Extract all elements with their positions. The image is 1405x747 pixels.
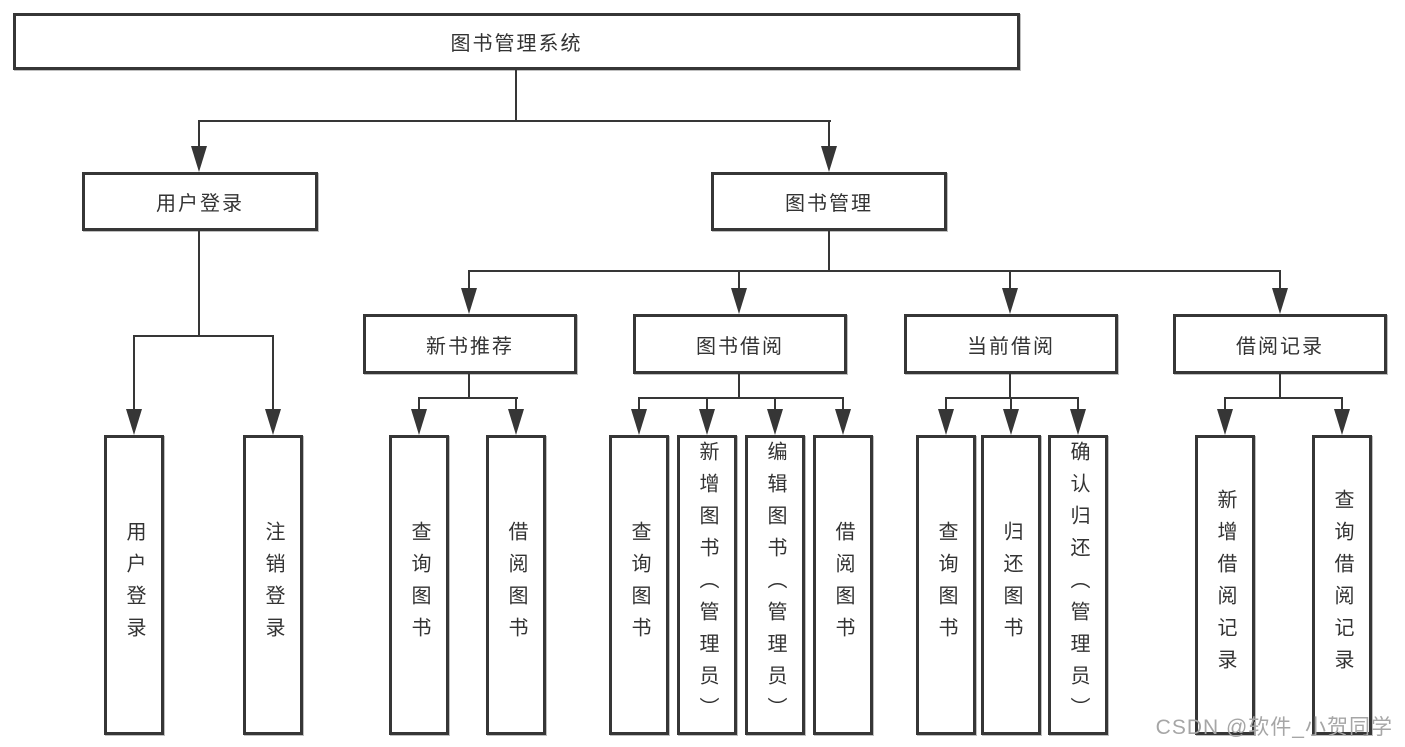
leaf-borrow-books-label: 借阅图书 [832, 521, 854, 649]
arrow-down-icon [938, 409, 954, 435]
node-new-book-recommend-label: 新书推荐 [426, 335, 514, 358]
leaf-confirm-return-admin-label: 确认归还（管理员） [1067, 441, 1089, 729]
node-user-login-label: 用户登录 [156, 193, 244, 215]
leaf-borrow-books: 借阅图书 [813, 435, 873, 735]
leaf-add-book-admin: 新增图书（管理员） [677, 435, 737, 735]
node-library-system-label: 图书管理系统 [450, 33, 583, 55]
connector-stem-leaf [638, 397, 640, 411]
connector-stub [1279, 374, 1281, 399]
node-current-borrow: 当前借阅 [904, 314, 1118, 374]
arrow-down-icon [1070, 409, 1086, 435]
connector-stem-leaf [1077, 397, 1079, 411]
leaf-query-books-borrow: 查询图书 [609, 435, 669, 735]
leaf-logout-label: 注销登录 [262, 521, 284, 649]
connector-stem-level3 [1279, 270, 1281, 290]
leaf-query-books-current-label: 查询图书 [935, 521, 957, 649]
leaf-return-book: 归还图书 [981, 435, 1041, 735]
connector-rail-borrow [638, 397, 844, 399]
arrow-down-icon [126, 409, 142, 435]
node-borrow-records-label: 借阅记录 [1236, 335, 1324, 358]
connector-stem-level3 [738, 270, 740, 290]
leaf-edit-book-admin-label: 编辑图书（管理员） [764, 441, 786, 729]
leaf-add-borrow-record: 新增借阅记录 [1195, 435, 1255, 735]
connector-stem-leaf [945, 397, 947, 411]
arrow-down-icon [1217, 409, 1233, 435]
node-new-book-recommend: 新书推荐 [363, 314, 577, 374]
connector-stem-user-login [198, 120, 200, 148]
leaf-user-login-label: 用户登录 [123, 521, 145, 649]
connector-stub [738, 374, 740, 399]
connector-stem-book-management [828, 120, 830, 148]
arrow-down-icon [731, 288, 747, 314]
connector-stem-leaf [1341, 397, 1343, 411]
arrow-down-icon [1002, 288, 1018, 314]
arrow-down-icon [411, 409, 427, 435]
node-book-borrow-label: 图书借阅 [696, 335, 784, 358]
leaf-user-login: 用户登录 [104, 435, 164, 735]
connector-rail-level2 [198, 120, 831, 122]
leaf-query-books-current: 查询图书 [916, 435, 976, 735]
connector-stem-leaf [706, 397, 708, 411]
leaf-add-book-admin-label: 新增图书（管理员） [696, 441, 718, 729]
node-library-system: 图书管理系统 [13, 13, 1020, 70]
arrow-down-icon [1334, 409, 1350, 435]
arrow-down-icon [767, 409, 783, 435]
connector-rail-level3 [468, 270, 1281, 272]
leaf-add-borrow-record-label: 新增借阅记录 [1214, 489, 1236, 681]
connector-user-login-stub [198, 231, 200, 337]
leaf-borrow-books-recommend: 借阅图书 [486, 435, 546, 735]
node-book-management: 图书管理 [711, 172, 947, 231]
arrow-down-icon [821, 146, 837, 172]
arrow-down-icon [461, 288, 477, 314]
connector-rail-current [945, 397, 1079, 399]
connector-stem-leaf [515, 397, 517, 411]
leaf-confirm-return-admin: 确认归还（管理员） [1048, 435, 1108, 735]
leaf-query-books-recommend-label: 查询图书 [408, 521, 430, 649]
connector-rail-records [1224, 397, 1343, 399]
connector-stem-leaf [842, 397, 844, 411]
connector-stub [1009, 374, 1011, 399]
connector-stem-leaf [774, 397, 776, 411]
arrow-down-icon [835, 409, 851, 435]
connector-stem-level3 [468, 270, 470, 290]
node-borrow-records: 借阅记录 [1173, 314, 1387, 374]
leaf-edit-book-admin: 编辑图书（管理员） [745, 435, 805, 735]
connector-root-stub [515, 70, 517, 122]
arrow-down-icon [191, 146, 207, 172]
connector-stem-level3 [1009, 270, 1011, 290]
connector-stem-leaf [1224, 397, 1226, 411]
arrow-down-icon [1003, 409, 1019, 435]
node-book-management-label: 图书管理 [785, 193, 873, 215]
arrow-down-icon [1272, 288, 1288, 314]
connector-book-management-stub [828, 231, 830, 272]
connector-stem-leaf [272, 335, 274, 411]
watermark-text: CSDN @软件_小贺同学 [1155, 716, 1393, 739]
connector-stem-leaf [1010, 397, 1012, 411]
leaf-query-borrow-record: 查询借阅记录 [1312, 435, 1372, 735]
leaf-query-borrow-record-label: 查询借阅记录 [1331, 489, 1353, 681]
arrow-down-icon [508, 409, 524, 435]
node-current-borrow-label: 当前借阅 [967, 335, 1055, 358]
leaf-query-books-recommend: 查询图书 [389, 435, 449, 735]
leaf-return-book-label: 归还图书 [1000, 521, 1022, 649]
arrow-down-icon [699, 409, 715, 435]
leaf-borrow-books-recommend-label: 借阅图书 [505, 521, 527, 649]
connector-stem-leaf [133, 335, 135, 411]
node-book-borrow: 图书借阅 [633, 314, 847, 374]
node-user-login: 用户登录 [82, 172, 318, 231]
arrow-down-icon [631, 409, 647, 435]
connector-stem-leaf [418, 397, 420, 411]
arrow-down-icon [265, 409, 281, 435]
connector-rail-user-login [133, 335, 274, 337]
leaf-query-books-borrow-label: 查询图书 [628, 521, 650, 649]
leaf-logout: 注销登录 [243, 435, 303, 735]
connector-stub [468, 374, 470, 399]
connector-rail-recommend [418, 397, 518, 399]
